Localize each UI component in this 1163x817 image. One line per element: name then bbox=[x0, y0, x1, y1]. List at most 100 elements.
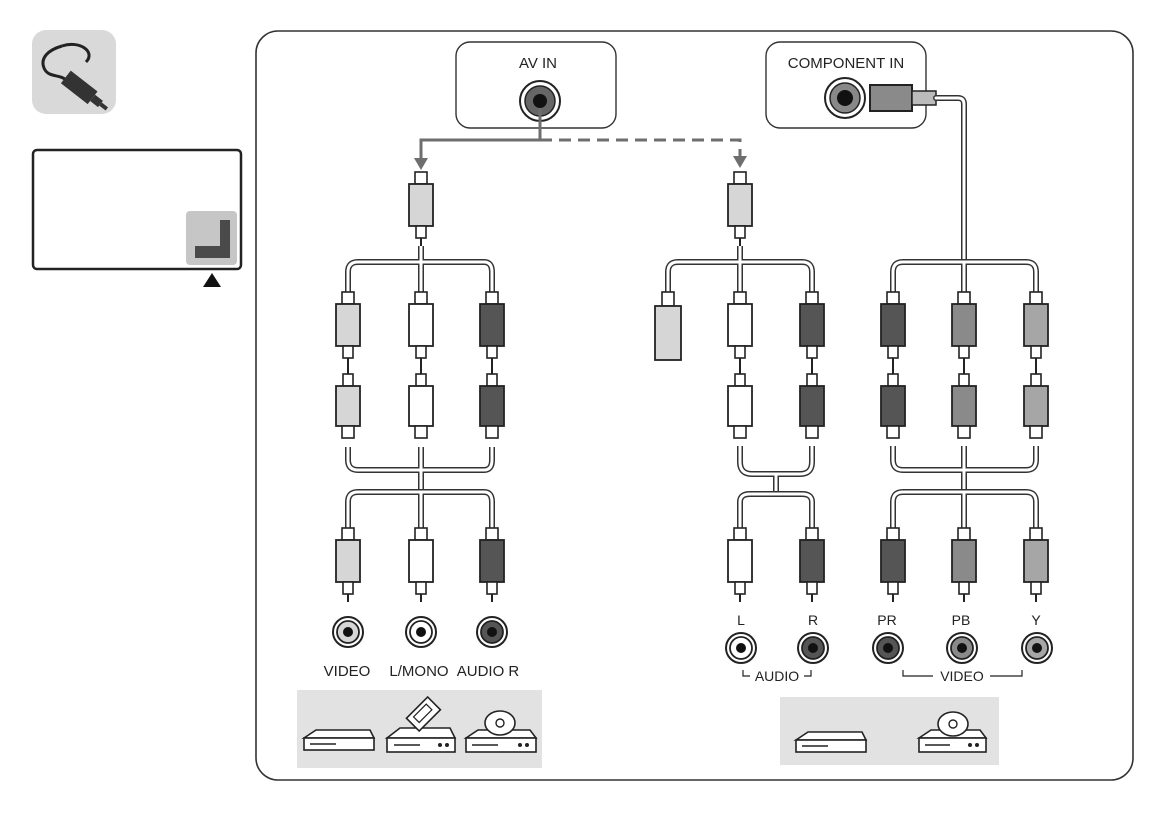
plug-body bbox=[881, 386, 905, 426]
plug-strain-relief bbox=[415, 528, 427, 540]
up-triangle-icon bbox=[203, 273, 221, 287]
plug-strain-relief bbox=[1030, 426, 1042, 438]
plug-sleeve bbox=[735, 582, 745, 594]
rca-jack bbox=[1022, 633, 1052, 663]
plug-body bbox=[409, 184, 433, 226]
plug-strain-relief bbox=[958, 528, 970, 540]
plug-sleeve bbox=[735, 374, 745, 386]
video-group-label: VIDEO bbox=[940, 668, 984, 684]
jack-hole bbox=[343, 627, 353, 637]
plug-strain-relief bbox=[1030, 292, 1042, 304]
plug-strain-relief bbox=[887, 426, 899, 438]
jack-label-audio-r: AUDIO R bbox=[457, 663, 520, 680]
plug-body bbox=[409, 386, 433, 426]
plug-body bbox=[728, 184, 752, 226]
plug-sleeve bbox=[343, 374, 353, 386]
jack-hole bbox=[883, 643, 893, 653]
plug-body bbox=[480, 540, 504, 582]
plug-sleeve bbox=[416, 582, 426, 594]
plug-sleeve bbox=[1031, 374, 1041, 386]
plug-body bbox=[800, 304, 824, 346]
jack-hole bbox=[808, 643, 818, 653]
plug-body bbox=[336, 386, 360, 426]
plug-sleeve bbox=[1031, 582, 1041, 594]
jack-hole bbox=[416, 627, 426, 637]
plug-strain-relief bbox=[1030, 528, 1042, 540]
jack-label-video: VIDEO bbox=[324, 663, 371, 680]
component-in-label: COMPONENT IN bbox=[788, 55, 904, 72]
plug-body bbox=[409, 540, 433, 582]
plug-body bbox=[480, 386, 504, 426]
rca-jack bbox=[333, 617, 363, 647]
plug-strain-relief bbox=[415, 172, 427, 184]
jack-label-r: R bbox=[808, 612, 818, 628]
plug-sleeve bbox=[416, 226, 426, 238]
tv-rear-panel-icon bbox=[33, 150, 241, 269]
plug-strain-relief bbox=[415, 426, 427, 438]
jack-hole bbox=[1032, 643, 1042, 653]
plug-sleeve bbox=[735, 346, 745, 358]
plug-strain-relief bbox=[887, 528, 899, 540]
plug-body bbox=[952, 386, 976, 426]
av-in-label: AV IN bbox=[519, 55, 557, 72]
plug-strain-relief bbox=[734, 292, 746, 304]
plug-strain-relief bbox=[887, 292, 899, 304]
plug-sleeve bbox=[416, 374, 426, 386]
jack-label-l: L bbox=[737, 612, 745, 628]
dvd-player-icon bbox=[796, 732, 866, 752]
cable-plug-icon bbox=[32, 30, 116, 115]
jack-label-pr: PR bbox=[877, 612, 896, 628]
plug-sleeve bbox=[959, 374, 969, 386]
plug-strain-relief bbox=[806, 292, 818, 304]
jack-hole bbox=[736, 643, 746, 653]
plug-body bbox=[728, 540, 752, 582]
plug-strain-relief bbox=[958, 292, 970, 304]
plug-strain-relief bbox=[806, 426, 818, 438]
plug-body bbox=[952, 540, 976, 582]
plug-body bbox=[409, 304, 433, 346]
main-frame bbox=[256, 31, 1133, 780]
rca-jack bbox=[726, 633, 756, 663]
plug-sleeve bbox=[735, 226, 745, 238]
plug-sleeve bbox=[959, 582, 969, 594]
rca-jack bbox=[873, 633, 903, 663]
plug-body bbox=[1024, 304, 1048, 346]
plug-body bbox=[800, 540, 824, 582]
plug-body bbox=[480, 304, 504, 346]
rca-jack bbox=[947, 633, 977, 663]
plug-sleeve bbox=[487, 374, 497, 386]
plug-sleeve bbox=[888, 346, 898, 358]
plug-sleeve bbox=[888, 582, 898, 594]
plug-body bbox=[655, 306, 681, 360]
dvd-player-icon bbox=[304, 730, 374, 750]
rca-jack bbox=[477, 617, 507, 647]
plug-strain-relief bbox=[486, 528, 498, 540]
plug-body bbox=[336, 304, 360, 346]
plug-sleeve bbox=[807, 374, 817, 386]
plug-strain-relief bbox=[806, 528, 818, 540]
plug-sleeve bbox=[487, 346, 497, 358]
plug-sleeve bbox=[416, 346, 426, 358]
plug-sleeve bbox=[807, 582, 817, 594]
audio-group-label: AUDIO bbox=[755, 668, 799, 684]
plug-sleeve bbox=[1031, 346, 1041, 358]
plug-strain-relief bbox=[958, 426, 970, 438]
plug-body bbox=[1024, 386, 1048, 426]
plug-body bbox=[881, 304, 905, 346]
plug-body bbox=[1024, 540, 1048, 582]
plug-sleeve bbox=[888, 374, 898, 386]
plug-strain-relief bbox=[734, 426, 746, 438]
plug-body bbox=[881, 540, 905, 582]
plug-strain-relief bbox=[415, 292, 427, 304]
plug-sleeve bbox=[487, 582, 497, 594]
rca-jack bbox=[798, 633, 828, 663]
plug-body bbox=[952, 304, 976, 346]
plug-strain-relief bbox=[734, 172, 746, 184]
plug-body bbox=[336, 540, 360, 582]
plug-strain-relief bbox=[662, 292, 674, 306]
plug-strain-relief bbox=[342, 528, 354, 540]
av-in-port: AV IN bbox=[456, 42, 616, 128]
plug-strain-relief bbox=[342, 426, 354, 438]
